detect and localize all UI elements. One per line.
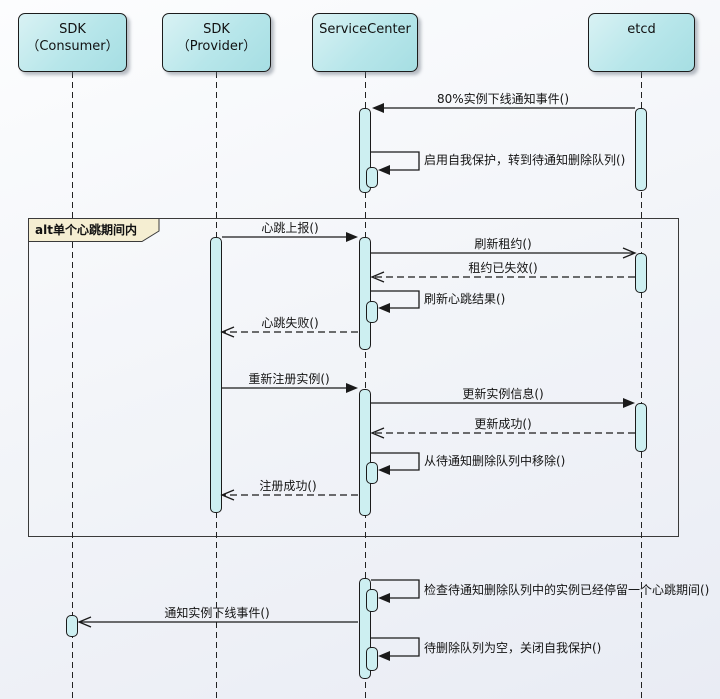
activation-sdk-consumer xyxy=(66,615,78,637)
lifeline-sdk-consumer xyxy=(71,72,73,699)
alt-keyword: alt xyxy=(35,223,53,237)
participant-name-line2: （Provider） xyxy=(176,39,257,54)
activation-etcd-1 xyxy=(635,108,647,191)
participant-sdk-consumer: SDK （Consumer） xyxy=(18,13,127,72)
participant-sdk-provider: SDK （Provider） xyxy=(162,13,271,72)
message-label-heartbeat-report: 心跳上报() xyxy=(261,221,319,235)
alt-condition: 单个心跳期间内 xyxy=(52,223,137,237)
message-label-heartbeat-fail: 心跳失败() xyxy=(261,316,319,330)
activation-servicecenter-2-nested xyxy=(366,301,378,323)
participant-name-line1: ServiceCenter xyxy=(319,22,411,37)
message-label-update-instance: 更新实例信息() xyxy=(462,387,544,401)
message-label-notify80: 80%实例下线通知事件() xyxy=(436,92,570,106)
arrow-self-protect xyxy=(371,151,420,175)
message-label-update-success: 更新成功() xyxy=(474,417,532,431)
message-label-remove-from-queue: 从待通知删除队列中移除() xyxy=(424,454,566,468)
alt-pentagon-shape xyxy=(28,218,160,242)
participant-name-line2: （Consumer） xyxy=(26,39,119,54)
message-label-refresh-heartbeat-result: 刷新心跳结果() xyxy=(424,292,506,306)
participant-servicecenter: ServiceCenter xyxy=(312,13,418,72)
message-label-lease-expired: 租约已失效() xyxy=(468,261,538,275)
activation-etcd-3 xyxy=(635,403,647,452)
participant-name-line1: SDK xyxy=(203,22,230,37)
message-label-renew-lease: 刷新租约() xyxy=(474,237,532,251)
arrow-check-queue xyxy=(371,579,420,603)
message-label-close-protect: 待删除队列为空，关闭自我保护() xyxy=(424,641,602,655)
activation-servicecenter-3 xyxy=(359,389,371,516)
activation-servicecenter-4-nested-b xyxy=(366,647,378,671)
message-label-register-success: 注册成功() xyxy=(259,479,317,493)
activation-sdk-provider xyxy=(210,237,222,513)
activation-servicecenter-3-nested xyxy=(366,462,378,484)
activation-servicecenter-2 xyxy=(359,237,371,350)
message-label-reregister: 重新注册实例() xyxy=(248,372,330,386)
lifeline-etcd xyxy=(640,72,642,699)
alt-fragment-label: alt单个心跳期间内 xyxy=(28,218,160,242)
participant-etcd: etcd xyxy=(588,13,695,72)
arrow-close-protect xyxy=(371,637,420,661)
alt-fragment-frame xyxy=(28,218,679,537)
alt-fragment-text: alt单个心跳期间内 xyxy=(35,221,137,238)
message-label-self-protect: 启用自我保护，转到待通知删除队列() xyxy=(424,153,626,167)
participant-name-line1: etcd xyxy=(627,22,656,37)
activation-servicecenter-4-nested-a xyxy=(366,589,378,612)
message-label-notify-offline: 通知实例下线事件() xyxy=(164,606,270,620)
activation-etcd-2 xyxy=(635,253,647,293)
participant-name-line1: SDK xyxy=(59,22,86,37)
message-label-check-queue: 检查待通知删除队列中的实例已经停留一个心跳期间() xyxy=(424,583,710,597)
activation-servicecenter-1-nested xyxy=(366,167,378,188)
lifeline-servicecenter xyxy=(364,72,366,699)
